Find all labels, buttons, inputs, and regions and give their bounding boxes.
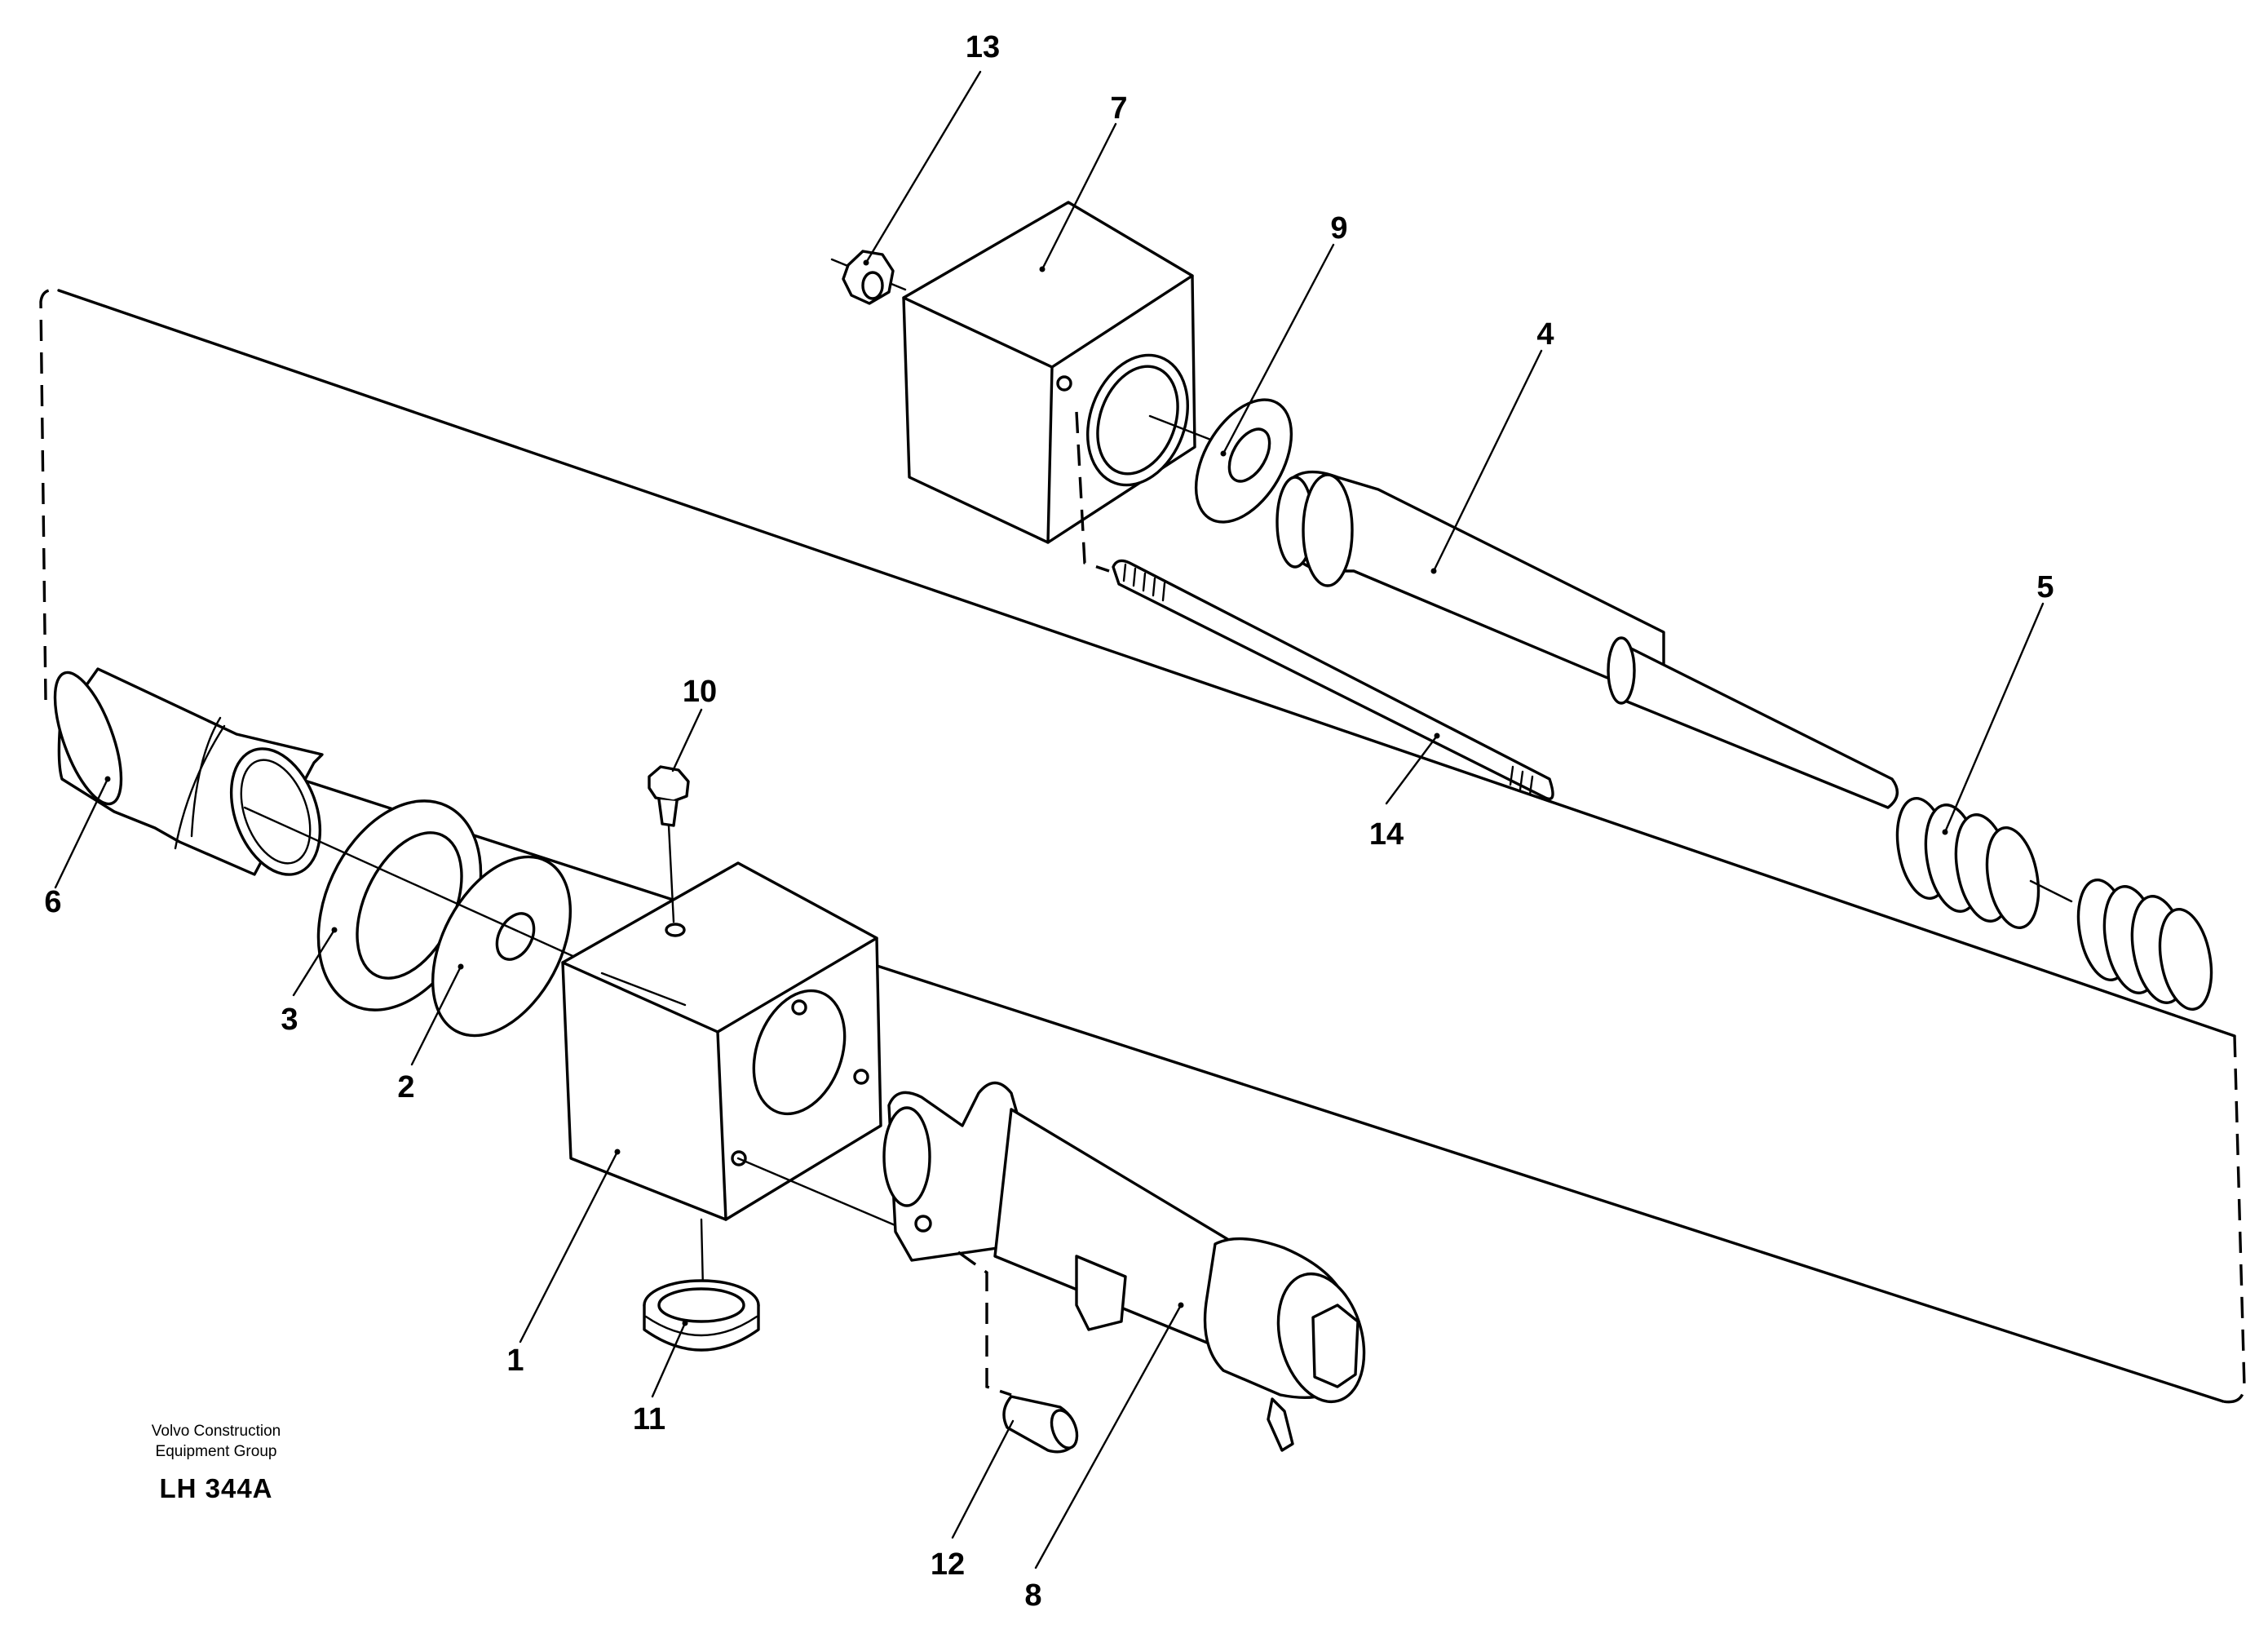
part-10-plug — [648, 765, 690, 923]
callout-12: 12 — [931, 1547, 965, 1582]
part-14-stud — [1112, 559, 1554, 800]
callout-11: 11 — [633, 1402, 665, 1436]
callout-2: 2 — [397, 1070, 414, 1104]
part-12-screw — [957, 1251, 1079, 1454]
callout-9: 9 — [1330, 211, 1347, 246]
callout-3: 3 — [281, 1003, 298, 1037]
part-4-rod — [1275, 470, 1899, 809]
leader-10 — [671, 708, 703, 772]
drawing-code: LH 344A — [159, 1473, 273, 1503]
part-6-sleeve — [53, 667, 324, 876]
part-11-cap — [643, 1218, 760, 1352]
callout-6: 6 — [44, 885, 61, 919]
callout-8: 8 — [1024, 1578, 1041, 1613]
leader-2 — [410, 965, 462, 1066]
part-7-housing — [902, 201, 1196, 573]
part-9-seal — [1148, 398, 1293, 524]
leader-5 — [1943, 602, 2045, 834]
callout-numbers: 13 7 9 4 5 14 10 6 3 2 1 11 12 8 — [44, 30, 2054, 1613]
leader-1 — [519, 1150, 619, 1343]
callout-10: 10 — [683, 675, 717, 709]
publisher-line-2: Equipment Group — [155, 1443, 277, 1460]
part-2-washer — [431, 855, 573, 1038]
leader-11 — [651, 1321, 687, 1398]
part-13-nut — [830, 250, 907, 305]
leader-3 — [292, 928, 336, 997]
leader-6 — [54, 777, 109, 889]
callout-13: 13 — [966, 30, 1000, 64]
part-8-cylinder — [736, 1081, 1366, 1452]
leader-lines — [54, 70, 2045, 1569]
leader-9 — [1222, 243, 1335, 455]
leader-14 — [1385, 734, 1439, 805]
leader-13 — [864, 70, 982, 264]
leader-8 — [1034, 1304, 1183, 1569]
leader-4 — [1432, 349, 1543, 573]
leader-dots — [104, 259, 1948, 1326]
callout-14: 14 — [1369, 817, 1404, 852]
callout-7: 7 — [1110, 91, 1127, 126]
leader-12 — [951, 1419, 1015, 1539]
callout-5: 5 — [2036, 570, 2054, 604]
callout-4: 4 — [1536, 317, 1554, 352]
part-1-housing — [561, 861, 882, 1221]
part-5-springs — [1895, 797, 2213, 1011]
callout-1: 1 — [506, 1343, 524, 1378]
publisher-line-1: Volvo Construction — [151, 1423, 281, 1440]
publisher-caption: Volvo Construction Equipment Group — [106, 1421, 326, 1462]
leader-7 — [1041, 122, 1117, 271]
